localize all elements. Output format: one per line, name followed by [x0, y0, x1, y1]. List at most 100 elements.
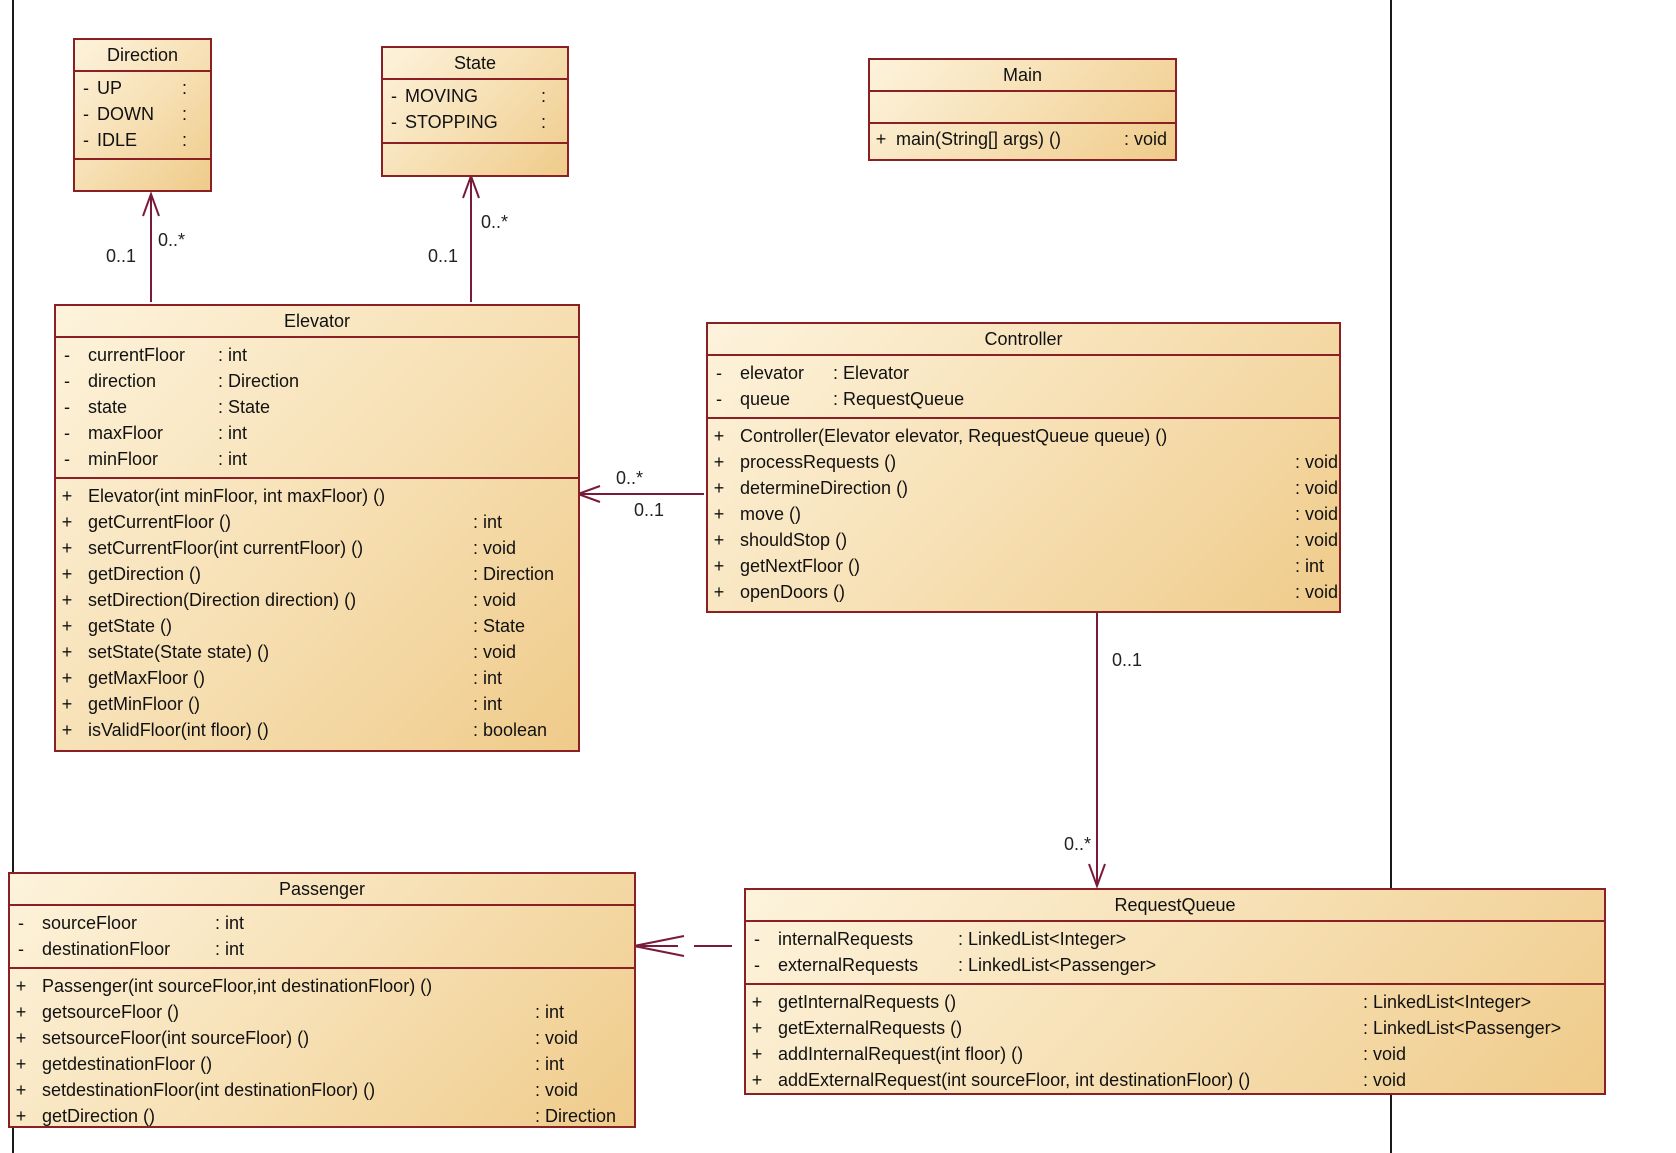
class-elevator[interactable]: Elevator - currentFloor : int -direction: …	[54, 304, 580, 752]
operation-name: setdestinationFloor(int destinationFloor…	[42, 1080, 376, 1100]
visibility: +	[61, 538, 73, 558]
operation-name: addExternalRequest(int sourceFloor, int …	[778, 1070, 1251, 1090]
visibility: -	[83, 104, 89, 124]
class-title: RequestQueue	[746, 890, 1604, 922]
operation-type: : void	[1295, 582, 1339, 602]
attribute-name: DOWN	[97, 104, 154, 124]
operation-name: getDirection ()	[42, 1106, 156, 1126]
operation-name: setState(State state) ()	[88, 642, 270, 662]
operation-name: Controller(Elevator elevator, RequestQue…	[740, 426, 1168, 446]
attribute-row: -direction: Direction	[56, 368, 578, 394]
class-direction[interactable]: Direction -UP: -DOWN: -IDLE:	[73, 38, 212, 192]
visibility: -	[83, 78, 89, 98]
visibility: +	[713, 504, 725, 524]
operation-row: +isValidFloor(int floor) (): boolean	[56, 717, 578, 743]
operation-type: : Direction	[473, 564, 555, 584]
operation-name: main(String[] args) ()	[896, 129, 1062, 149]
operation-name: Passenger(int sourceFloor,int destinatio…	[42, 976, 433, 996]
class-state[interactable]: State -MOVING: -STOPPING:	[381, 46, 569, 177]
attribute-type: : State	[218, 397, 271, 417]
visibility: +	[713, 426, 725, 446]
operation-name: isValidFloor(int floor) ()	[88, 720, 269, 740]
attribute-name: queue	[740, 389, 791, 409]
operation-row: + processRequests () : void	[708, 449, 1339, 475]
operation-type: : void	[473, 538, 517, 558]
attribute-row: -externalRequests: LinkedList<Passenger>	[746, 952, 1604, 978]
attributes-compartment: -sourceFloor: int -destinationFloor: int	[10, 906, 634, 969]
operation-name: getExternalRequests ()	[778, 1018, 963, 1038]
class-requestqueue[interactable]: RequestQueue -internalRequests : LinkedLi…	[744, 888, 1606, 1095]
visibility: +	[15, 1002, 27, 1022]
visibility: +	[713, 452, 725, 472]
attribute-row: -DOWN:	[75, 101, 210, 127]
operation-type: : int	[473, 668, 503, 688]
attribute-type: : int	[215, 939, 245, 959]
visibility: -	[754, 929, 760, 949]
operation-type: : void	[1295, 530, 1339, 550]
operation-row: +setState(State state) (): void	[56, 639, 578, 665]
class-title: Main	[870, 60, 1175, 92]
operation-row: + Controller(Elevator elevator, RequestQu…	[708, 423, 1339, 449]
attribute-row: -minFloor: int	[56, 446, 578, 472]
operation-type: : void	[535, 1028, 579, 1048]
attribute-row: -maxFloor: int	[56, 420, 578, 446]
operation-name: processRequests ()	[740, 452, 897, 472]
operation-name: addInternalRequest(int floor) ()	[778, 1044, 1024, 1064]
attribute-row: -sourceFloor: int	[10, 910, 634, 936]
arrowhead-requestqueue	[1088, 863, 1106, 889]
visibility: -	[83, 130, 89, 150]
operation-type: : boolean	[473, 720, 548, 740]
operation-row: +getdestinationFloor (): int	[10, 1051, 634, 1077]
attribute-name: MOVING	[405, 86, 479, 106]
operation-row: +openDoors (): void	[708, 579, 1339, 605]
operation-type: : void	[1295, 504, 1339, 524]
attribute-row: -state: State	[56, 394, 578, 420]
operation-name: getMinFloor ()	[88, 694, 201, 714]
visibility: -	[18, 913, 24, 933]
operation-name: setDirection(Direction direction) ()	[88, 590, 357, 610]
operation-type: : void	[1124, 129, 1168, 149]
attribute-row: -STOPPING:	[383, 109, 567, 135]
visibility: -	[64, 423, 70, 443]
operation-type: : void	[535, 1080, 579, 1100]
visibility: +	[751, 1044, 763, 1064]
class-passenger[interactable]: Passenger -sourceFloor: int -destination…	[8, 872, 636, 1128]
attribute-name: internalRequests	[778, 929, 914, 949]
visibility: +	[61, 668, 73, 688]
operation-type: : Direction	[535, 1106, 617, 1126]
operation-row: +main(String[] args) (): void	[870, 126, 1175, 152]
attributes-compartment: -elevator: Elevator -queue: RequestQueue	[708, 356, 1339, 419]
attribute-row: -IDLE:	[75, 127, 210, 153]
visibility: +	[15, 1054, 27, 1074]
class-title: Controller	[708, 324, 1339, 356]
operation-row: +getDirection (): Direction	[10, 1103, 634, 1129]
attribute-type: : Elevator	[833, 363, 910, 383]
class-main[interactable]: Main +main(String[] args) (): void	[868, 58, 1177, 161]
operation-type: : void	[473, 642, 517, 662]
attribute-type: : LinkedList<Integer>	[958, 929, 1127, 949]
visibility: +	[15, 1028, 27, 1048]
operation-name: determineDirection ()	[740, 478, 909, 498]
operation-type: : void	[1363, 1070, 1407, 1090]
visibility: +	[61, 512, 73, 532]
operation-row: +getState (): State	[56, 613, 578, 639]
visibility: -	[716, 389, 722, 409]
attribute-name: STOPPING	[405, 112, 498, 132]
class-controller[interactable]: Controller -elevator: Elevator -queue: R…	[706, 322, 1341, 613]
attribute-type: : int	[218, 423, 248, 443]
visibility: -	[64, 397, 70, 417]
visibility: -	[754, 955, 760, 975]
visibility: +	[751, 1018, 763, 1038]
class-title: Elevator	[56, 306, 578, 338]
arrowhead-direction	[142, 191, 160, 217]
attributes-compartment: -MOVING: -STOPPING:	[383, 80, 567, 144]
attribute-name: currentFloor	[88, 345, 186, 365]
visibility: -	[391, 86, 397, 106]
attributes-compartment: - currentFloor : int -direction: Direction…	[56, 338, 578, 479]
visibility: +	[751, 992, 763, 1012]
operation-type: : int	[473, 512, 503, 532]
operation-type: : void	[1295, 452, 1339, 472]
class-title: Passenger	[10, 874, 634, 906]
visibility: -	[391, 112, 397, 132]
